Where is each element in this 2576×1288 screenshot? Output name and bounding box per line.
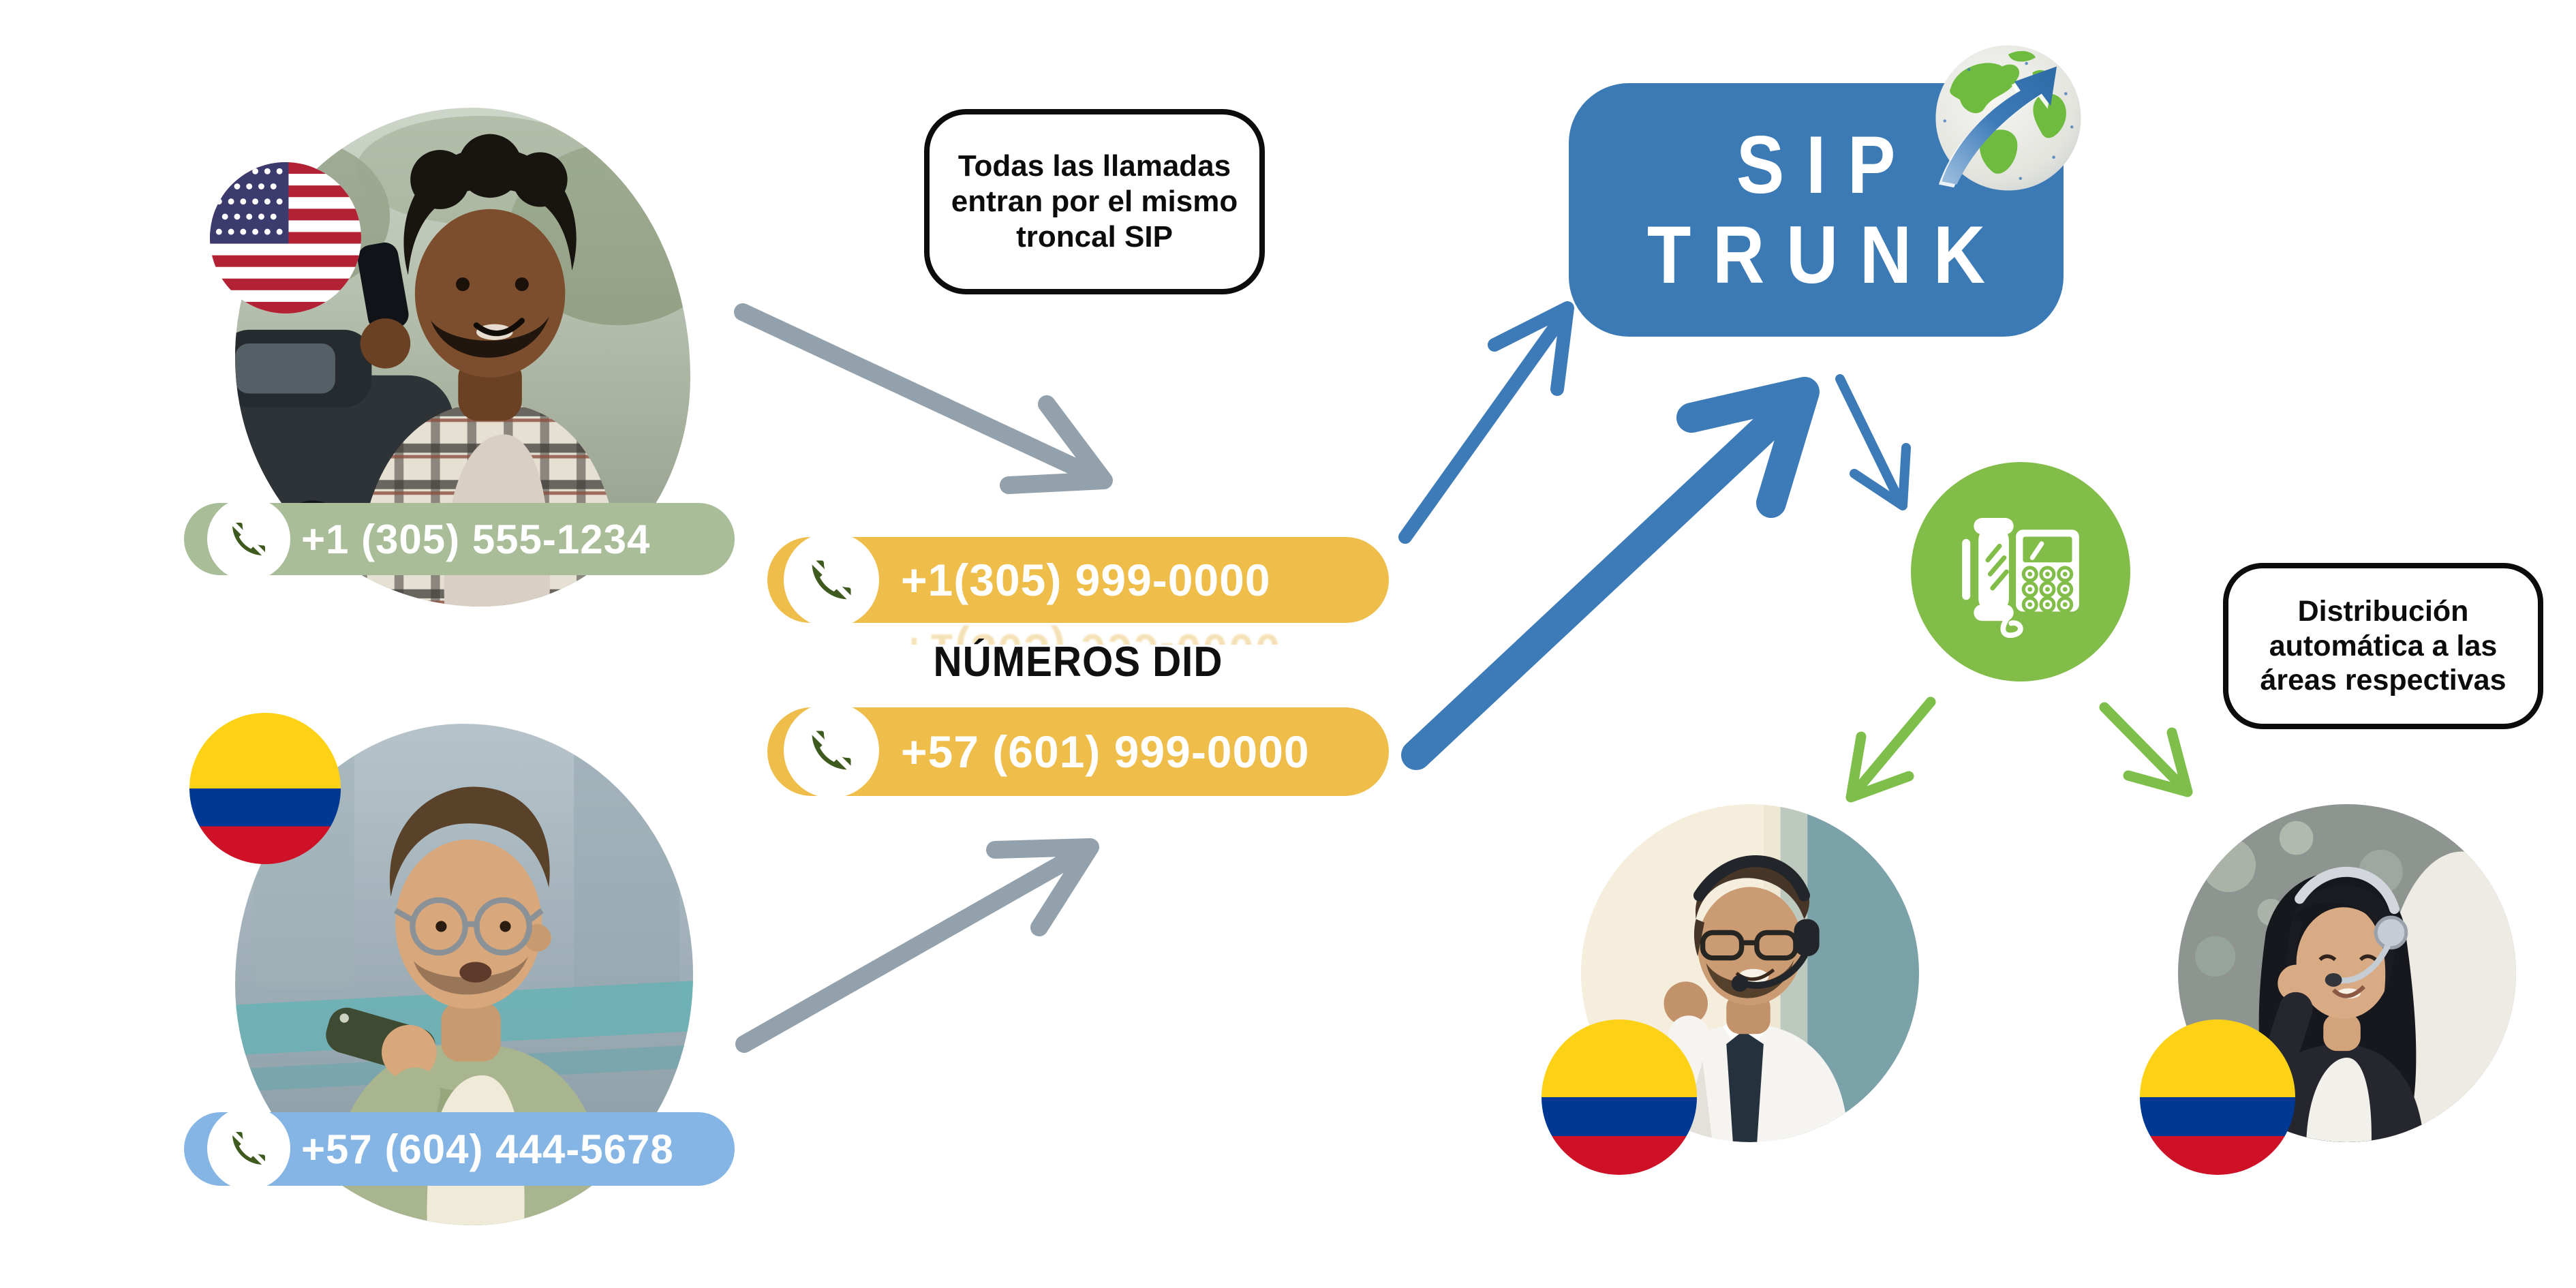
note-bubble-distribution-text: Distribución automática a las áreas resp… [2260,594,2506,697]
caller-co-phone-pill: +57 (604) 444-5678 [184,1107,735,1190]
phone-icon [808,726,855,774]
phone-icon [229,519,269,559]
note-bubble-distribution: Distribución automática a las áreas resp… [2223,563,2543,729]
did-pill-co: +57 (601) 999-0000 [767,703,1389,798]
phone-badge [207,497,290,581]
caller-us-phone-number: +1 (305) 555-1234 [301,516,651,562]
arrow-pbx-to-agent-left [1845,696,1936,803]
caller-us-phone-pill: +1 (305) 555-1234 [184,497,735,581]
caller-co-phone-number: +57 (604) 444-5678 [301,1126,674,1172]
pbx-circle [1911,462,2130,681]
colombia-flag-icon [189,713,341,864]
phone-badge [784,532,879,628]
sip-trunk-line2: TRUNK [1646,209,2007,301]
did-label: NÚMEROS DID [933,639,1223,686]
did-number-us: +1(305) 999-0000 [901,555,1271,605]
colombia-flag-icon [1542,1019,1697,1175]
agent-left-photo [1581,804,1919,1142]
phone-icon [229,1129,269,1168]
fax-phone-icon [1962,518,2079,639]
arrow-did-co-to-sip [1401,377,1820,770]
us-flag-icon [210,162,361,313]
arrow-did-us-to-sip [1398,301,1574,544]
did-pill-us: +1(305) 999-0000 [767,532,1389,628]
phone-icon [808,556,855,604]
arrow-us-to-did [734,303,1113,494]
arrow-sip-to-pbx [1835,374,1911,510]
arrow-pbx-to-agent-right [2099,702,2193,797]
globe-icon [1933,42,2084,194]
phone-badge [784,703,879,798]
agent-right-illustration [2178,804,2516,1142]
sip-trunk-line1: SIP [1736,119,1918,211]
agent-left-illustration [1581,804,1919,1142]
note-bubble-same-trunk: Todas las llamadas entran por el mismo t… [924,109,1265,294]
colombia-flag-icon [2140,1019,2295,1175]
phone-badge [207,1107,290,1190]
note-bubble-same-trunk-text: Todas las llamadas entran por el mismo t… [951,149,1238,254]
agent-right-photo [2178,804,2516,1142]
did-number-co: +57 (601) 999-0000 [901,726,1310,777]
arrow-co-to-did [735,838,1099,1053]
